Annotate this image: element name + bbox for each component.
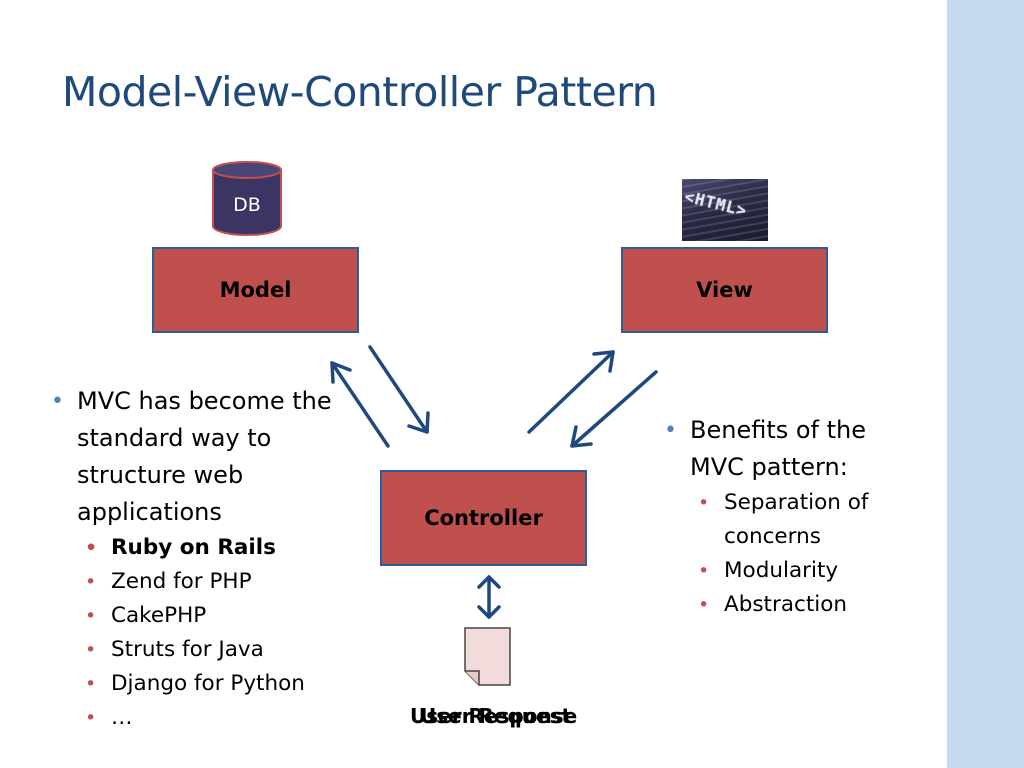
- arrow-controller-to-model: [330, 361, 390, 448]
- bullet-framework: Struts for Java: [77, 633, 351, 667]
- arrow-view-to-controller: [570, 370, 658, 448]
- arrow-model-to-controller: [368, 345, 430, 434]
- arrow-controller-user-bidirectional: [477, 575, 501, 619]
- database-icon: [212, 161, 282, 236]
- bullet-framework: …: [77, 701, 351, 735]
- bullet-framework: Django for Python: [77, 667, 351, 701]
- db-label: DB: [233, 194, 261, 216]
- bullet-framework: Zend for PHP: [77, 565, 351, 599]
- model-box: Model: [152, 247, 359, 333]
- bullet-benefit: Modularity: [690, 554, 924, 588]
- html-code-image: <HTML>: [682, 179, 768, 241]
- document-icon: [464, 627, 511, 686]
- arrow-controller-to-view: [527, 350, 615, 434]
- code-lines-texture: [682, 179, 768, 241]
- benefits-bullet-list: Benefits of the MVC pattern: Separation …: [664, 412, 924, 622]
- mvc-bullet-list: MVC has become the standard way to struc…: [51, 383, 351, 735]
- bullet-benefit: Separation of concerns: [690, 486, 924, 554]
- user-response-label: User Response: [410, 704, 578, 728]
- controller-box: Controller: [380, 470, 587, 566]
- bullet-main: MVC has become the standard way to struc…: [51, 383, 351, 531]
- bullet-benefit: Abstraction: [690, 588, 924, 622]
- slide-title: Model-View-Controller Pattern: [62, 68, 658, 116]
- user-request-label: User Request: [420, 704, 572, 728]
- bullet-main: Benefits of the MVC pattern:: [664, 412, 924, 486]
- view-box: View: [621, 247, 828, 333]
- side-strip: [947, 0, 1024, 768]
- bullet-framework: Ruby on Rails: [77, 531, 351, 565]
- bullet-framework: CakePHP: [77, 599, 351, 633]
